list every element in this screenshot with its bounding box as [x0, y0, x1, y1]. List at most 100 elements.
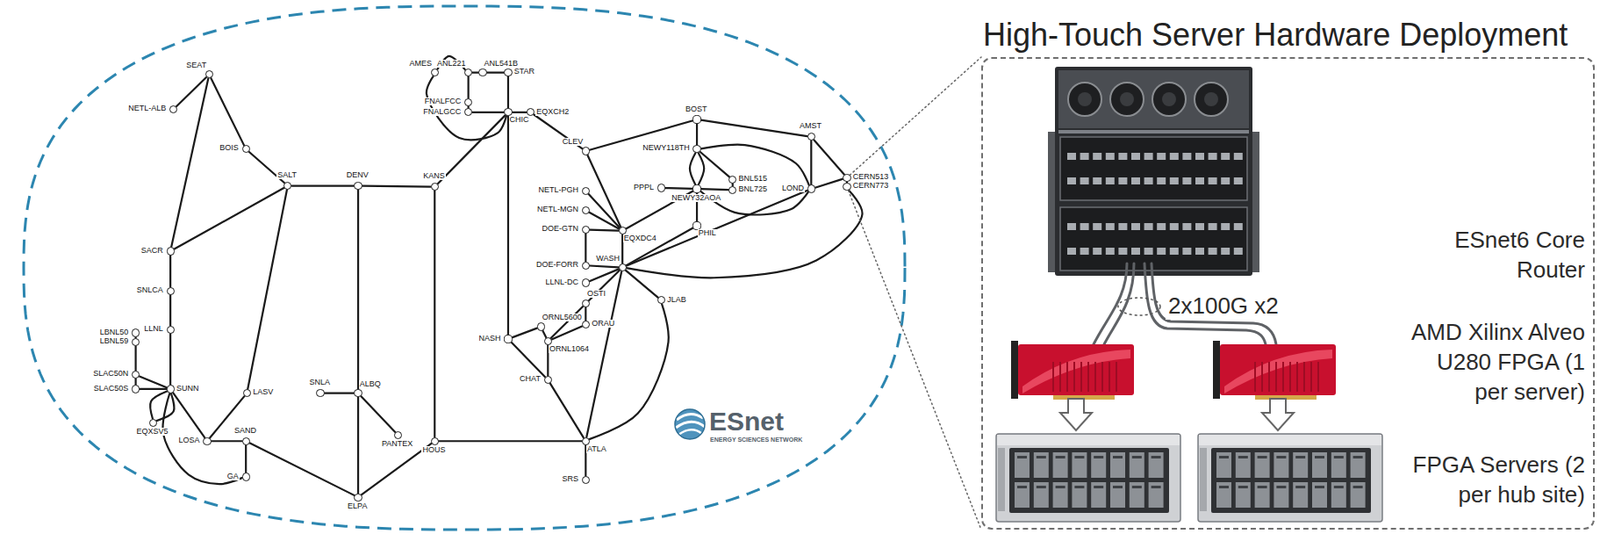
site-name: DENV	[345, 171, 370, 180]
drive-bay	[1090, 481, 1106, 508]
site-node: GA	[242, 472, 251, 481]
drive-bay	[1148, 452, 1164, 478]
drive-bay	[1235, 452, 1251, 478]
drive-bay	[1033, 452, 1049, 478]
fpga-card-illustration	[1212, 340, 1220, 399]
hardware-label: AMD Xilinx Alveo U280 FPGA (1 per server…	[1400, 316, 1586, 407]
heatsink-fin	[1289, 361, 1292, 392]
network-link	[552, 326, 583, 340]
router-port	[1208, 247, 1218, 255]
router-port	[1131, 222, 1141, 230]
drive-bay	[1014, 481, 1030, 508]
network-link	[173, 187, 285, 250]
network-link	[472, 111, 504, 114]
site-name: AMES	[408, 59, 434, 68]
site-name: SACR	[140, 246, 165, 255]
site-name: SUNN	[175, 384, 201, 393]
site-name: BNL515	[738, 174, 769, 183]
router-port	[1169, 152, 1179, 160]
router-port	[1208, 177, 1218, 185]
heatsink-fin	[1268, 361, 1270, 392]
site-name: BOST	[684, 105, 709, 114]
site-name: CERN513	[852, 172, 890, 181]
server-illustration	[997, 434, 1180, 445]
drive-bay	[1014, 452, 1030, 478]
drive-bay-slot	[1074, 455, 1084, 459]
site-name: BNL725	[738, 185, 769, 194]
site-node: BOST	[692, 114, 701, 123]
site-name: SEAT	[185, 61, 208, 70]
drive-bay-slot	[1334, 455, 1344, 459]
site-node: SNLCA	[166, 286, 175, 295]
site-name: EQXSV5	[136, 427, 170, 436]
drive-bay-slot	[1314, 485, 1325, 488]
site-name: SRS	[560, 474, 580, 483]
network-link	[625, 190, 808, 266]
heatsink-fin	[1073, 361, 1076, 392]
router-port	[1144, 247, 1154, 255]
site-node: DOE-GTN	[581, 225, 590, 234]
drive-bay-slot	[1093, 455, 1104, 459]
drive-bay-slot	[1257, 455, 1268, 459]
network-link	[210, 78, 244, 146]
drive-bay-slot	[1036, 455, 1047, 459]
heatsink-fin	[1094, 361, 1097, 392]
site-node: SLAC50S	[131, 384, 140, 393]
site-name: ANL541B	[482, 59, 519, 68]
drive-bay	[1331, 481, 1347, 508]
cable-bundle-marker	[1118, 297, 1161, 316]
network-link	[689, 152, 696, 186]
site-name: SALT	[276, 171, 298, 180]
drive-bays	[1014, 452, 1366, 508]
router-port	[1118, 247, 1127, 255]
core-router-illustration	[1162, 92, 1177, 107]
site-node: ALBQ	[353, 388, 362, 397]
router-port	[1067, 152, 1077, 160]
heatsink-fin	[1108, 361, 1111, 392]
network-link	[162, 392, 242, 484]
server-illustration	[996, 433, 1181, 522]
network-link	[169, 255, 172, 287]
router-port	[1208, 152, 1218, 160]
site-name: JLAB	[666, 295, 688, 304]
router-port	[1182, 247, 1192, 255]
router-port	[1220, 222, 1230, 230]
site-node: CERN513	[842, 173, 851, 182]
router-port	[1182, 152, 1192, 160]
logo-tagline: ENERGY SCIENCES NETWORK	[710, 436, 803, 444]
esnet-logo-mark	[678, 429, 703, 435]
heatsink-fin	[1080, 361, 1083, 392]
drive-bay	[1071, 452, 1087, 478]
network-link	[357, 396, 359, 493]
drive-bay	[1350, 481, 1366, 508]
drive-bay	[1090, 452, 1106, 478]
esnet-logo-mark	[676, 413, 704, 420]
network-link	[172, 392, 206, 438]
site-node: KANS	[430, 182, 439, 191]
server-illustration	[1198, 433, 1383, 522]
router-port	[1182, 222, 1192, 230]
drive-bay	[1216, 481, 1232, 508]
router-port	[1220, 177, 1230, 185]
network-link	[169, 294, 172, 326]
drive-bay-slot	[1257, 485, 1268, 488]
drive-bay	[1129, 481, 1145, 508]
router-port	[1080, 247, 1090, 255]
server-illustration	[1198, 433, 1383, 522]
drive-bay-slot	[1017, 485, 1027, 488]
network-link	[247, 189, 287, 389]
drive-bay-slot	[1219, 455, 1229, 459]
drive-bay	[1053, 452, 1069, 478]
router-port	[1169, 222, 1179, 230]
network-link	[438, 439, 582, 442]
heatsink-fin	[1059, 361, 1062, 392]
drive-bay	[1273, 452, 1289, 478]
network-link	[625, 227, 694, 266]
site-node: SALT	[283, 181, 292, 190]
drive-bay	[1033, 452, 1049, 478]
site-node: BNL725	[728, 186, 737, 194]
fpga-card-illustration	[1011, 340, 1019, 399]
server-illustration	[1009, 447, 1170, 513]
network-link	[211, 439, 243, 442]
drive-bay-slot	[1132, 455, 1142, 459]
